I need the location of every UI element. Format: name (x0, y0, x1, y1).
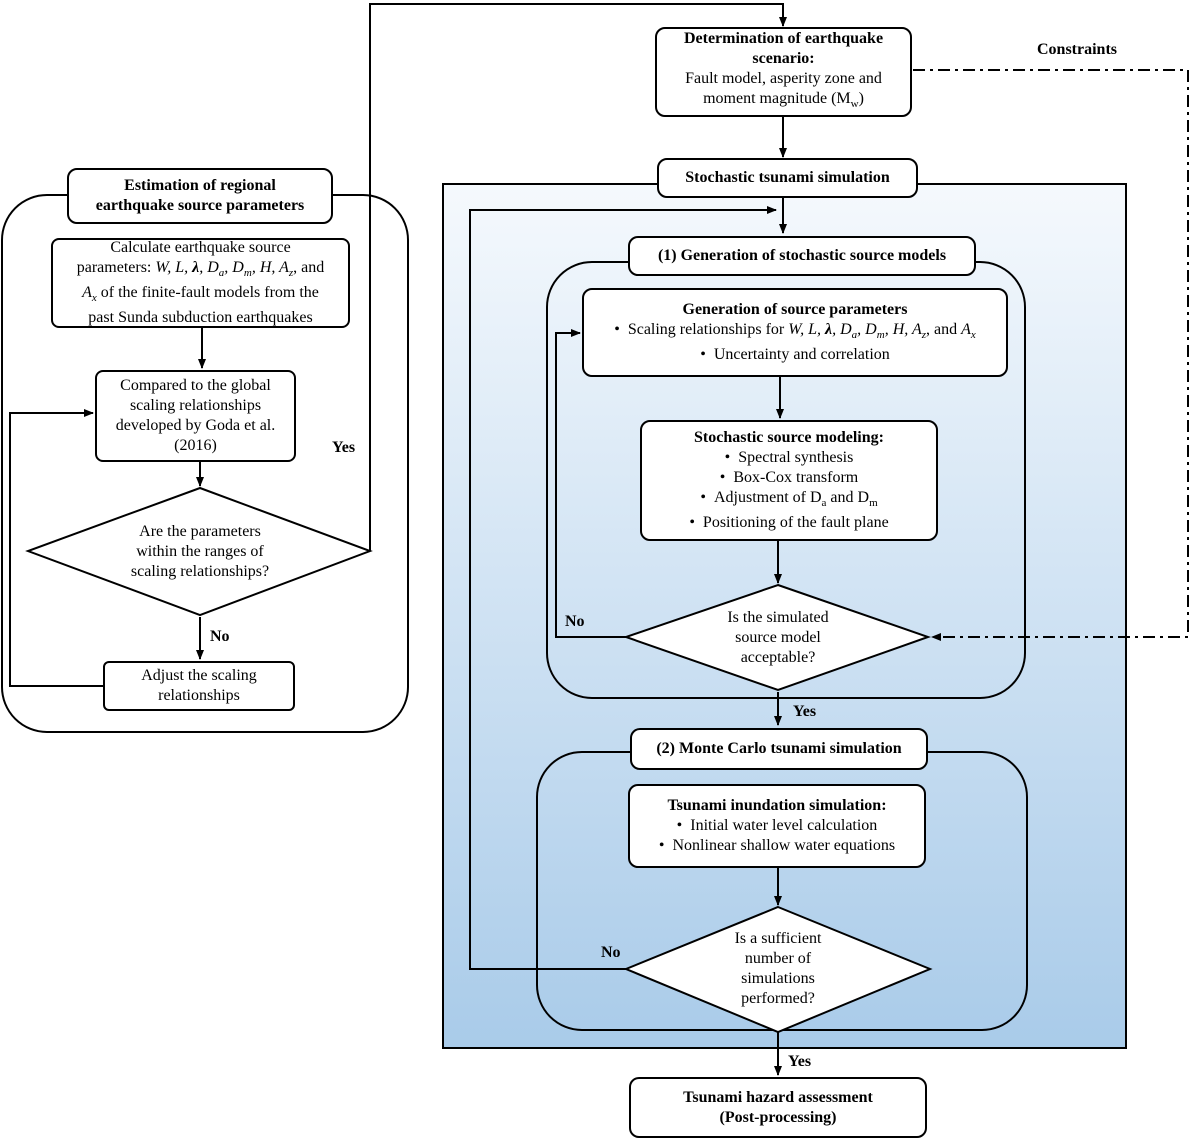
stochastic-header: Stochastic tsunami simulation (657, 158, 918, 198)
model-yes-label: Yes (793, 703, 817, 720)
regional-no-label: No (210, 628, 230, 645)
constraints-label: Constraints (1037, 41, 1118, 58)
regional-group-title: Estimation of regional earthquake source… (67, 168, 333, 224)
model-acceptable-diamond (622, 583, 932, 692)
scenario-title: Determination of earthquake scenario: (683, 30, 884, 68)
earthquake-scenario-box: Determination of earthquake scenario: Fa… (655, 27, 912, 117)
model-no-label: No (565, 613, 585, 630)
regional-decision-text: Are the parameters within the ranges of … (130, 523, 270, 580)
scenario-line2: moment magnitude (Mw) (703, 90, 864, 111)
inundation-box: Tsunami inundation simulation: Initial w… (628, 784, 926, 868)
calculate-parameters-box: Calculate earthquake source parameters: … (51, 238, 350, 328)
model-acceptable-text: Is the simulated source model acceptable… (727, 609, 829, 666)
regional-yes-label: Yes (332, 439, 356, 456)
source-parameters-box: Generation of source parameters Scaling … (582, 288, 1008, 377)
scenario-line1: Fault model, asperity zone and (685, 70, 882, 88)
generation-header: (1) Generation of stochastic source mode… (628, 236, 976, 276)
constraints-line (913, 69, 1189, 641)
hazard-assessment-box: Tsunami hazard assessment (Post-processi… (629, 1077, 927, 1138)
compare-global-box: Compared to the global scaling relations… (95, 370, 296, 462)
montecarlo-yes-label: Yes (788, 1053, 812, 1070)
regional-decision-diamond (25, 486, 373, 617)
montecarlo-no-label: No (601, 944, 621, 961)
montecarlo-header: (2) Monte Carlo tsunami simulation (630, 728, 928, 770)
simulations-sufficient-text: Is a sufficient number of simulations pe… (734, 930, 822, 1007)
stochastic-modeling-box: Stochastic source modeling: Spectral syn… (640, 420, 938, 541)
adjust-scaling-box: Adjust the scaling relationships (103, 661, 295, 711)
